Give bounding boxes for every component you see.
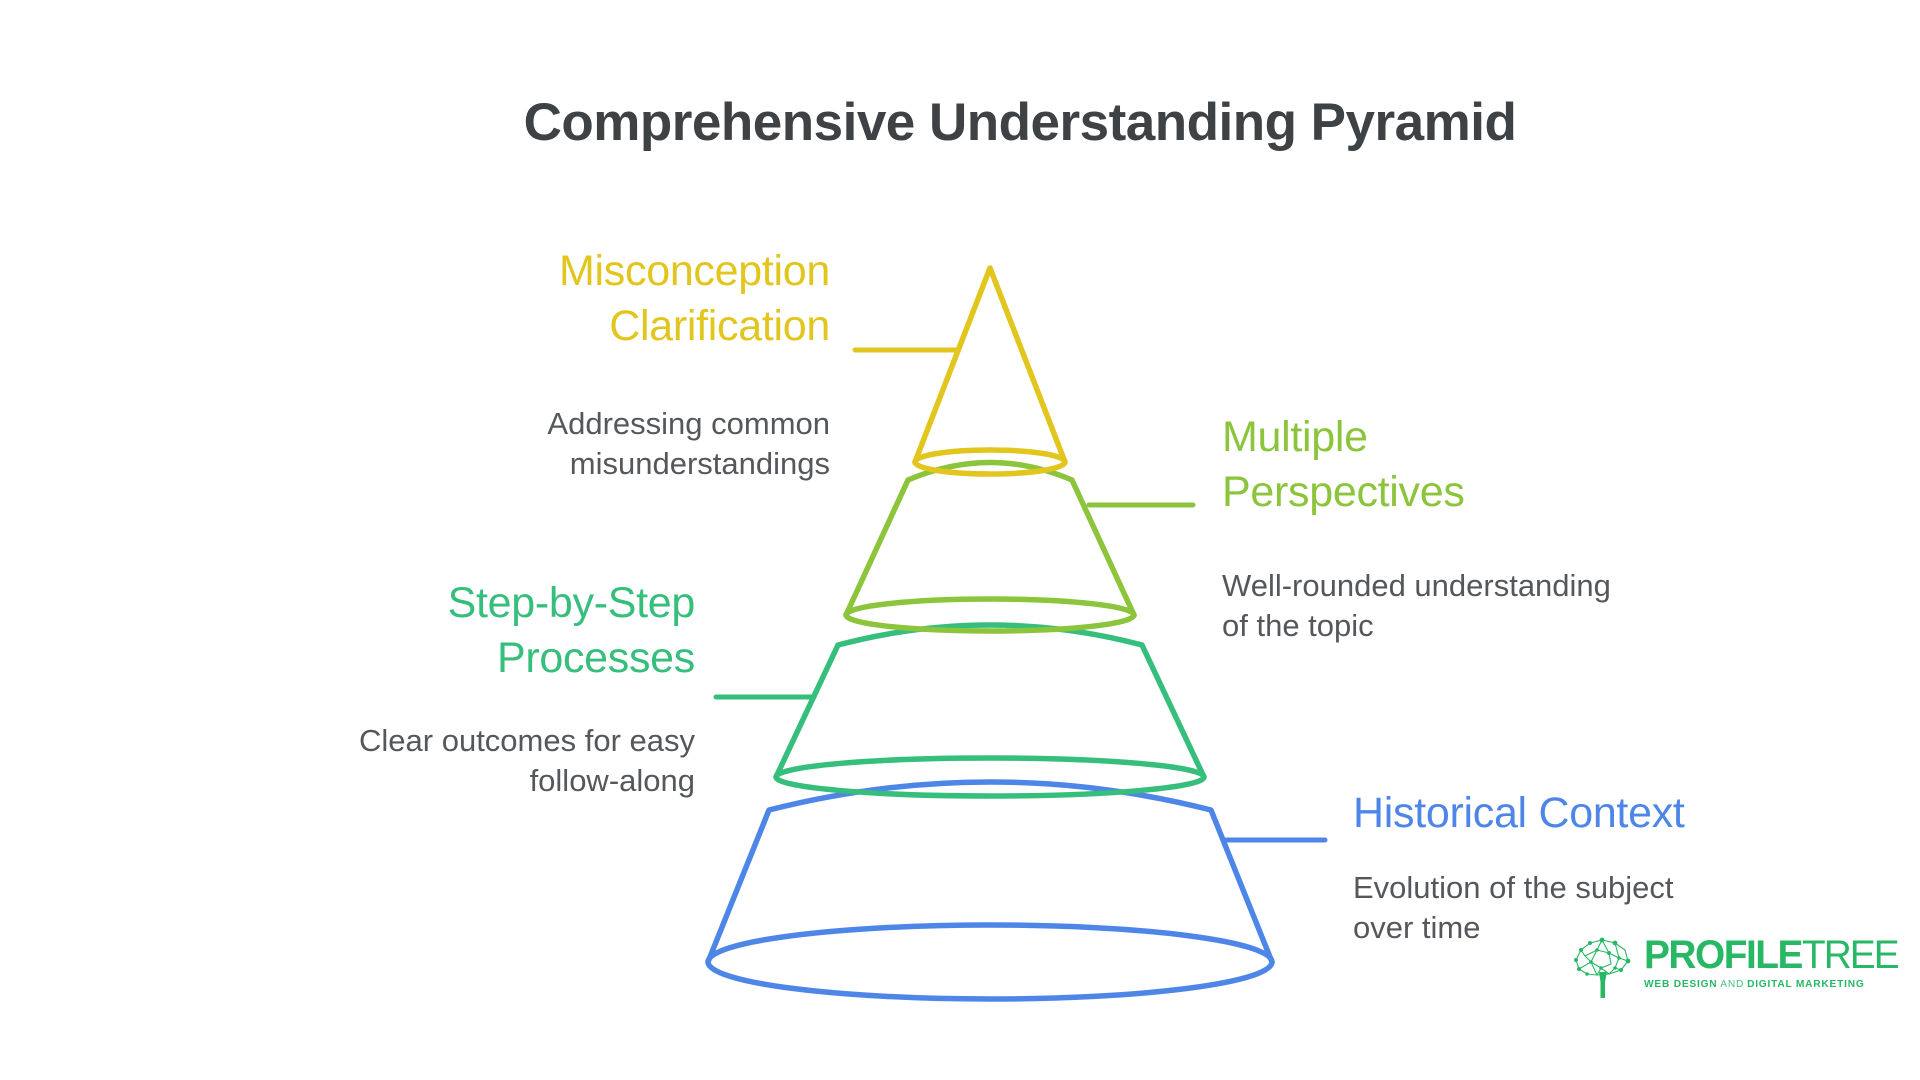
label-historical-context: Historical Context Evolution of the subj… (1353, 786, 1685, 948)
label-misconception-title-line1: Misconception (559, 247, 830, 295)
pyramid-level-step-by-step (713, 622, 1207, 799)
tagline-digital-marketing: DIGITAL MARKETING (1747, 978, 1865, 990)
label-multiple-title-line1: Multiple (1222, 413, 1368, 461)
label-historical-desc-line2: over time (1353, 910, 1481, 945)
label-step-desc-line2: follow-along (529, 763, 695, 798)
level-multiple-body (843, 459, 1137, 618)
level-historical-body (705, 779, 1275, 965)
label-multiple-desc-line1: Well-rounded understanding (1222, 568, 1611, 603)
label-misconception-title-line2: Clarification (609, 302, 830, 350)
label-step-title: Step-by-Step Processes (359, 576, 696, 686)
label-misconception-desc-line1: Addressing common (547, 406, 830, 441)
page-title: Comprehensive Understanding Pyramid (523, 93, 1517, 152)
label-multiple-title-line2: Perspectives (1222, 468, 1465, 516)
label-multiple-perspectives: Multiple Perspectives Well-rounded under… (1222, 410, 1611, 646)
label-multiple-desc-line2: of the topic (1222, 608, 1374, 643)
level-multiple-base-ellipse (843, 596, 1137, 634)
label-historical-title: Historical Context (1353, 786, 1685, 841)
pyramid-level-multiple-perspectives (843, 459, 1196, 634)
level-misconception-body (912, 265, 1068, 465)
tagline-and: AND (1720, 978, 1745, 990)
label-step-title-line1: Step-by-Step (447, 579, 696, 627)
label-step-by-step: Step-by-Step Processes Clear outcomes fo… (359, 576, 695, 801)
label-multiple-description: Well-rounded understanding of the topic (1222, 566, 1611, 646)
label-historical-description: Evolution of the subject over time (1353, 868, 1685, 948)
wordmark-tree: TREE (1801, 933, 1900, 977)
profiletree-wordmark: PROFILETREE (1644, 933, 1900, 977)
label-step-description: Clear outcomes for easy follow-along (359, 721, 695, 801)
profiletree-tree-icon (1574, 937, 1631, 998)
tagline-web-design: WEB DESIGN (1644, 978, 1718, 990)
pyramid-level-misconception (852, 265, 1068, 477)
label-step-title-line2: Processes (496, 634, 695, 682)
label-step-desc-line1: Clear outcomes for easy (359, 723, 695, 758)
label-historical-title-line1: Historical Context (1353, 789, 1685, 837)
level-step-base-ellipse (773, 755, 1207, 799)
label-misconception-description: Addressing common misunderstandings (547, 404, 830, 484)
pyramid-level-historical-context (705, 779, 1328, 1002)
label-multiple-title: Multiple Perspectives (1222, 410, 1611, 520)
label-misconception: Misconception Clarification Addressing c… (547, 244, 830, 484)
label-misconception-desc-line2: misunderstandings (569, 446, 830, 481)
level-step-body (773, 622, 1207, 780)
level-historical-base-ellipse (705, 922, 1275, 1002)
wordmark-profile: PROFILE (1644, 933, 1803, 977)
level-misconception-base-ellipse (912, 447, 1068, 477)
label-misconception-title: Misconception Clarification (547, 244, 830, 354)
label-historical-desc-line1: Evolution of the subject (1353, 870, 1674, 905)
